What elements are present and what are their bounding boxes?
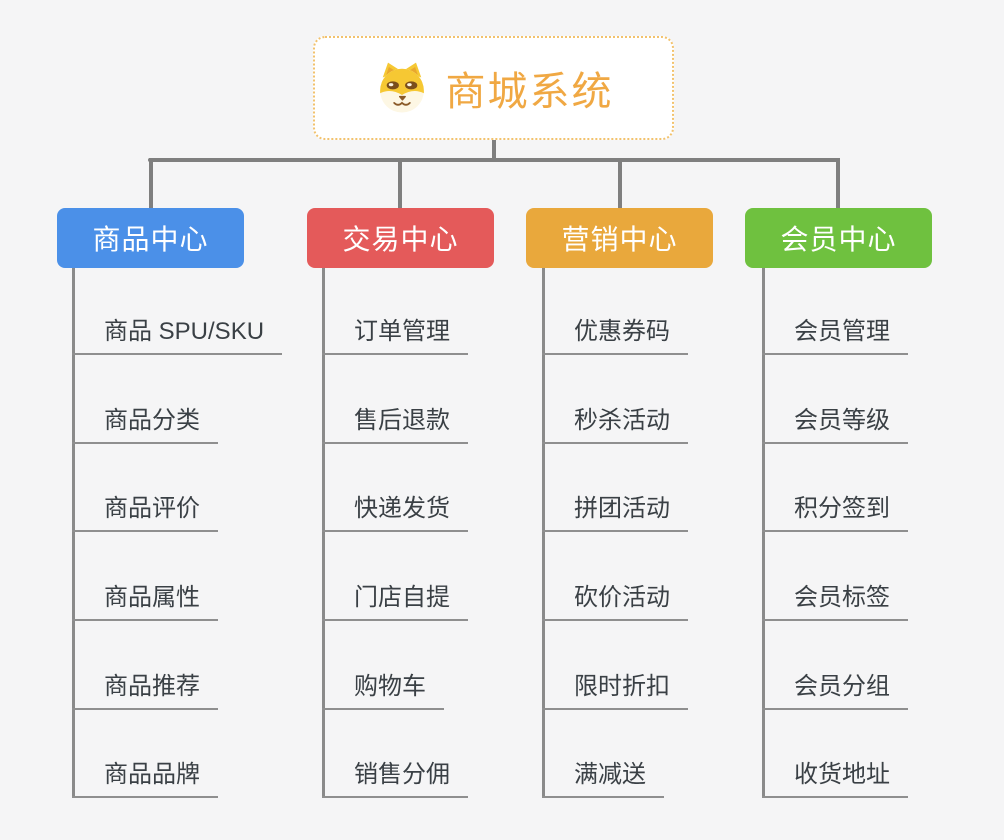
connector-bus [148, 158, 840, 162]
root-title: 商城系统 [445, 70, 614, 114]
connector-drop [836, 158, 840, 212]
leaf-topic[interactable]: 拼团活动 [542, 494, 688, 532]
leaf-topic[interactable]: 满减送 [542, 760, 664, 798]
leaf-topic[interactable]: 会员分组 [762, 672, 908, 710]
leaf-topic[interactable]: 会员等级 [762, 406, 908, 444]
connector-drop [618, 158, 622, 212]
leaf-topic[interactable]: 优惠券码 [542, 317, 688, 355]
leaf-topic[interactable]: 商品品牌 [72, 760, 218, 798]
leaf-topic[interactable]: 会员标签 [762, 583, 908, 621]
leaf-topic[interactable]: 收货地址 [762, 760, 908, 798]
leaf-topic[interactable]: 商品属性 [72, 583, 218, 621]
leaf-topic[interactable]: 门店自提 [322, 583, 468, 621]
branch-header-marketing[interactable]: 营销中心 [526, 208, 713, 268]
leaf-topic[interactable]: 积分签到 [762, 494, 908, 532]
branch-header-trade[interactable]: 交易中心 [307, 208, 494, 268]
leaf-topic[interactable]: 快递发货 [322, 494, 468, 532]
connector-spine [72, 268, 75, 798]
leaf-topic[interactable]: 商品推荐 [72, 672, 218, 710]
dog-face-icon [379, 62, 424, 113]
leaf-topic[interactable]: 销售分佣 [322, 760, 468, 798]
connector-drop [398, 158, 402, 212]
connector-spine [322, 268, 325, 798]
leaf-topic[interactable]: 限时折扣 [542, 672, 688, 710]
branch-header-product[interactable]: 商品中心 [57, 208, 244, 268]
leaf-topic[interactable]: 秒杀活动 [542, 406, 688, 444]
leaf-topic[interactable]: 购物车 [322, 672, 444, 710]
connector-spine [762, 268, 765, 798]
leaf-topic[interactable]: 砍价活动 [542, 583, 688, 621]
leaf-topic[interactable]: 售后退款 [322, 406, 468, 444]
branch-header-member[interactable]: 会员中心 [745, 208, 932, 268]
connector-root-stem [492, 140, 496, 162]
leaf-topic[interactable]: 商品评价 [72, 494, 218, 532]
leaf-topic[interactable]: 会员管理 [762, 317, 908, 355]
leaf-topic[interactable]: 商品分类 [72, 406, 218, 444]
root-topic[interactable]: 商城系统 [313, 36, 674, 140]
connector-drop [149, 158, 153, 212]
leaf-topic[interactable]: 订单管理 [322, 317, 468, 355]
leaf-topic[interactable]: 商品 SPU/SKU [72, 317, 283, 355]
connector-spine [542, 268, 545, 798]
